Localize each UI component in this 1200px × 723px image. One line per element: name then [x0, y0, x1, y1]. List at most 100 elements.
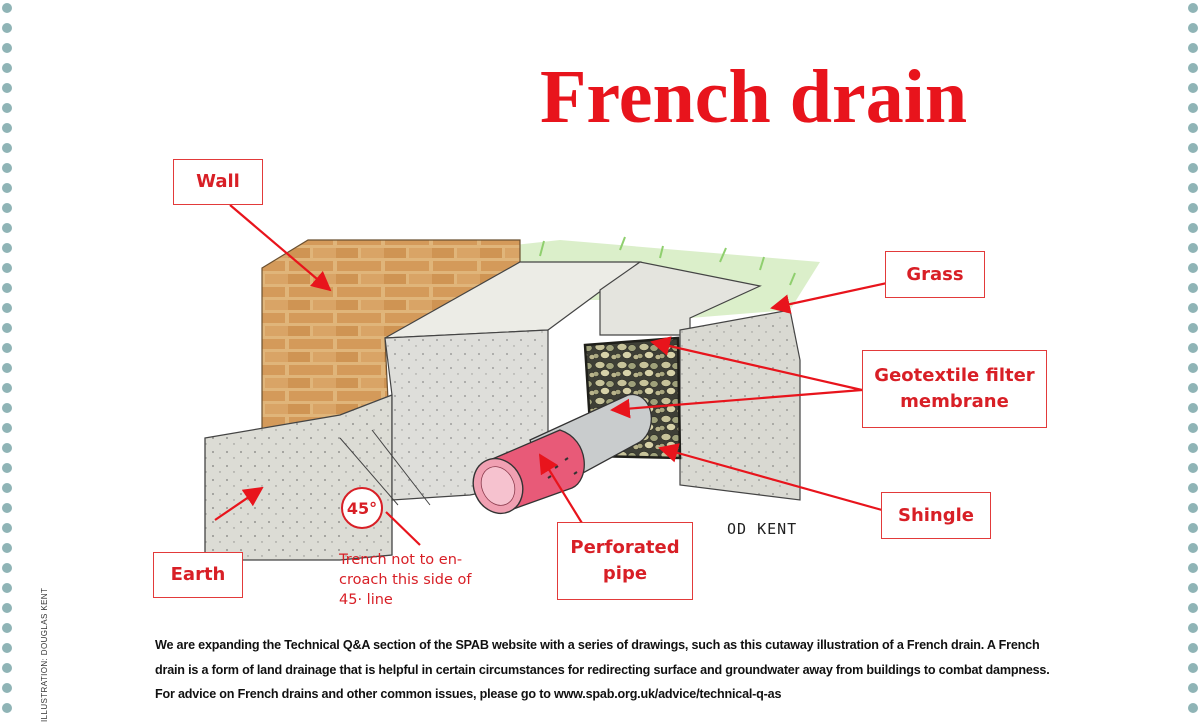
- border-dot: [1188, 323, 1198, 333]
- border-dot: [2, 63, 12, 73]
- border-dot: [1188, 363, 1198, 373]
- right-dot-border: [1188, 3, 1198, 713]
- shingle-label: Shingle: [881, 492, 991, 539]
- artist-signature: OD KENT: [727, 520, 798, 538]
- border-dot: [1188, 23, 1198, 33]
- border-dot: [2, 23, 12, 33]
- border-dot: [1188, 463, 1198, 473]
- border-dot: [1188, 583, 1198, 593]
- trench-note: Trench not to en- croach this side of 45…: [339, 550, 509, 610]
- border-dot: [2, 523, 12, 533]
- border-dot: [2, 303, 12, 313]
- border-dot: [1188, 283, 1198, 293]
- border-dot: [1188, 163, 1198, 173]
- left-dot-border: [2, 3, 12, 713]
- border-dot: [2, 443, 12, 453]
- earth-label: Earth: [153, 552, 243, 598]
- border-dot: [1188, 483, 1198, 493]
- border-dot: [2, 43, 12, 53]
- grass-label: Grass: [885, 251, 985, 298]
- border-dot: [2, 543, 12, 553]
- border-dot: [2, 663, 12, 673]
- border-dot: [2, 463, 12, 473]
- grass-label-text: Grass: [906, 263, 964, 285]
- border-dot: [1188, 303, 1198, 313]
- border-dot: [1188, 703, 1198, 713]
- border-dot: [2, 243, 12, 253]
- border-dot: [2, 483, 12, 493]
- wall-label-text: Wall: [196, 171, 240, 192]
- geotextile-label: Geotextile filter membrane: [862, 350, 1047, 428]
- border-dot: [2, 563, 12, 573]
- border-dot: [2, 103, 12, 113]
- border-dot: [1188, 43, 1198, 53]
- caption-line3: For advice on French drains and other co…: [155, 687, 782, 701]
- border-dot: [1188, 683, 1198, 693]
- border-dot: [2, 363, 12, 373]
- border-dot: [1188, 603, 1198, 613]
- border-dot: [2, 583, 12, 593]
- border-dot: [2, 383, 12, 393]
- trench-note-line1: Trench not to en-: [339, 552, 463, 568]
- border-dot: [2, 83, 12, 93]
- border-dot: [1188, 143, 1198, 153]
- border-dot: [2, 3, 12, 13]
- border-dot: [1188, 203, 1198, 213]
- border-dot: [2, 323, 12, 333]
- geotextile-label-line1: Geotextile filter: [874, 365, 1035, 386]
- angle-marker: 45°: [341, 487, 383, 529]
- border-dot: [2, 263, 12, 273]
- border-dot: [2, 123, 12, 133]
- border-dot: [1188, 503, 1198, 513]
- perforated-pipe-label-line1: Perforated: [570, 537, 680, 558]
- border-dot: [2, 403, 12, 413]
- border-dot: [1188, 643, 1198, 653]
- border-dot: [1188, 183, 1198, 193]
- illustration-credit: ILLUSTRATION: DOUGLAS KENT: [40, 587, 49, 722]
- border-dot: [1188, 83, 1198, 93]
- wall-label: Wall: [173, 159, 263, 205]
- border-dot: [2, 643, 12, 653]
- caption-line2: drain is a form of land drainage that is…: [155, 662, 1050, 677]
- trench-note-line2: croach this side of: [339, 572, 472, 588]
- border-dot: [2, 423, 12, 433]
- perforated-pipe-label: Perforated pipe: [557, 522, 693, 600]
- leader-arrows: [214, 204, 893, 546]
- shingle-label-text: Shingle: [897, 504, 975, 526]
- border-dot: [1188, 223, 1198, 233]
- caption-line1: We are expanding the Technical Q&A secti…: [155, 638, 1040, 652]
- border-dot: [1188, 543, 1198, 553]
- border-dot: [1188, 523, 1198, 533]
- border-dot: [2, 183, 12, 193]
- border-dot: [1188, 63, 1198, 73]
- border-dot: [2, 203, 12, 213]
- border-dot: [1188, 343, 1198, 353]
- border-dot: [1188, 123, 1198, 133]
- border-dot: [1188, 443, 1198, 453]
- border-dot: [2, 223, 12, 233]
- border-dot: [1188, 563, 1198, 573]
- border-dot: [1188, 383, 1198, 393]
- border-dot: [2, 343, 12, 353]
- page-title: French drain: [540, 55, 968, 139]
- border-dot: [2, 503, 12, 513]
- geotextile-label-line2: membrane: [900, 391, 1009, 412]
- border-dot: [2, 683, 12, 693]
- border-dot: [1188, 663, 1198, 673]
- border-dot: [1188, 3, 1198, 13]
- border-dot: [1188, 243, 1198, 253]
- border-dot: [1188, 623, 1198, 633]
- perforated-pipe-label-line2: pipe: [602, 563, 648, 584]
- earth-label-text: Earth: [170, 564, 226, 585]
- border-dot: [2, 283, 12, 293]
- caption: We are expanding the Technical Q&A secti…: [155, 633, 1175, 707]
- border-dot: [1188, 403, 1198, 413]
- border-dot: [2, 163, 12, 173]
- border-dot: [1188, 103, 1198, 113]
- border-dot: [1188, 263, 1198, 273]
- border-dot: [2, 623, 12, 633]
- trench-note-line3: 45· line: [339, 592, 393, 608]
- border-dot: [2, 703, 12, 713]
- border-dot: [1188, 423, 1198, 433]
